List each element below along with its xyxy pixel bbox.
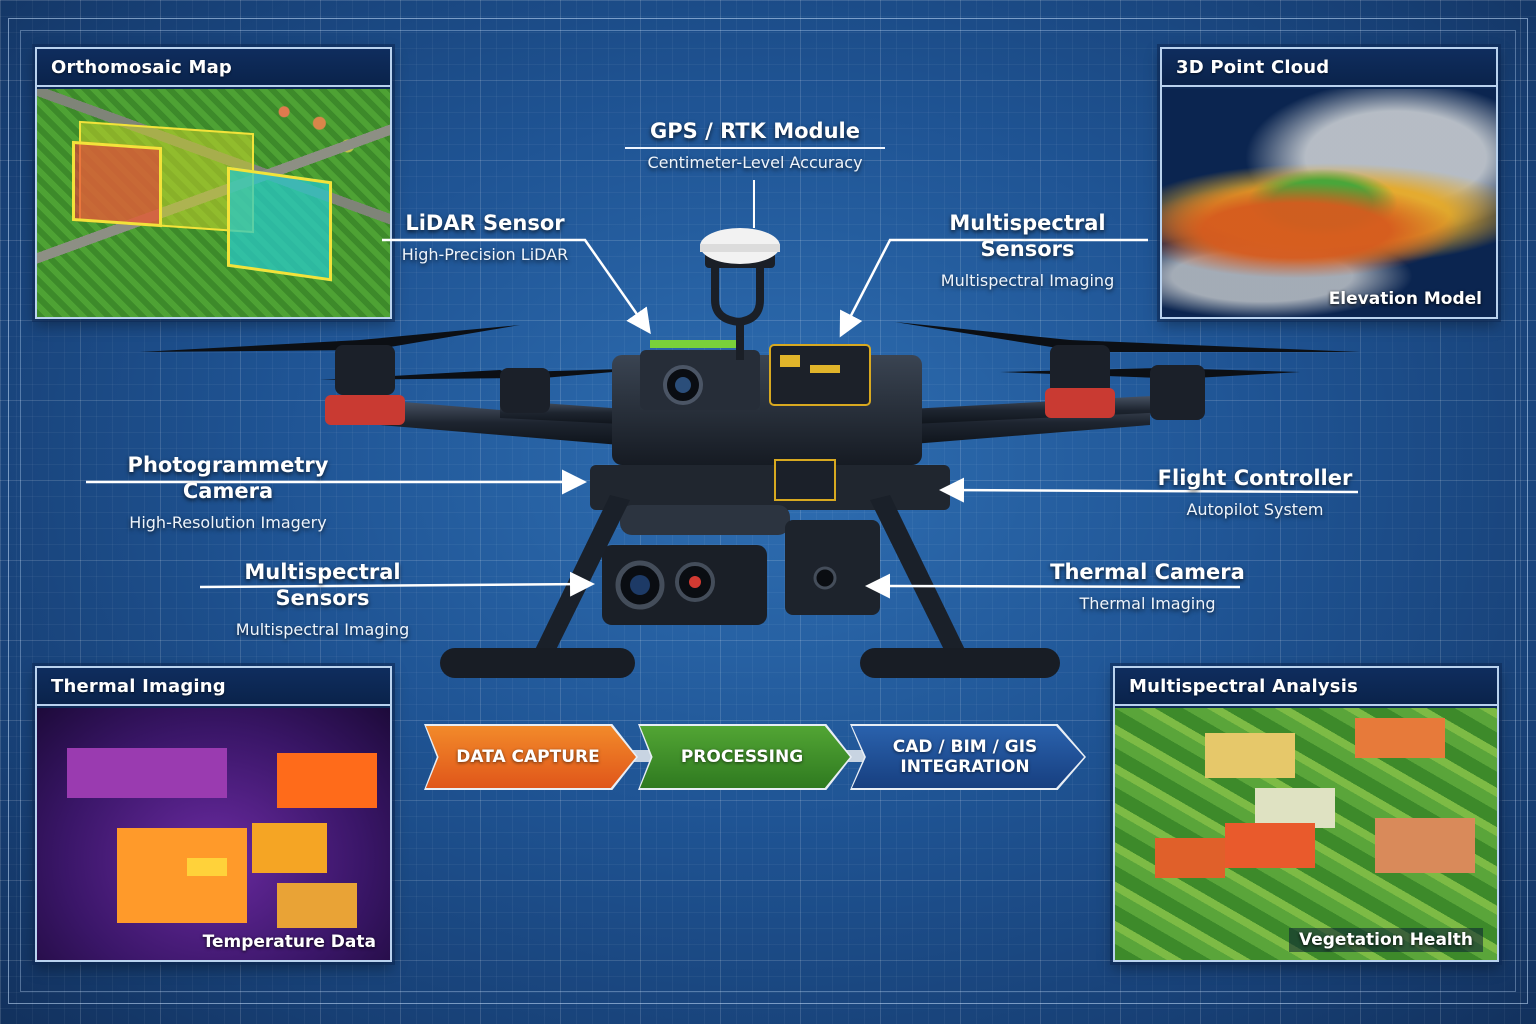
step-label: PROCESSING [680, 747, 804, 767]
callout-divider [905, 265, 1150, 267]
callout-title: Flight Controller [1157, 466, 1353, 490]
callout-divider [625, 147, 885, 149]
callout-divider [200, 614, 445, 616]
callout-photogrammetry-camera: Photogrammetry Camera High-Resolution Im… [88, 452, 368, 533]
panel-caption: Elevation Model [1328, 289, 1482, 309]
workflow-step-integration: CAD / BIM / GIS INTEGRATION [852, 726, 1084, 788]
callout-gps-rtk-module: GPS / RTK Module Centimeter-Level Accura… [625, 118, 885, 173]
callout-title: Thermal Camera [1050, 560, 1245, 584]
inner-frame [20, 30, 1516, 992]
workflow-pipeline: DATA CAPTURE PROCESSING CAD / BIM / GIS … [424, 720, 1088, 792]
outer-frame [8, 18, 1528, 1004]
callout-title: Photogrammetry Camera [127, 453, 329, 503]
orthomosaic-image [37, 89, 390, 317]
callout-subtitle: High-Precision LiDAR [401, 245, 569, 264]
panel-title: Multispectral Analysis [1115, 668, 1497, 706]
survey-zone-cyan [227, 166, 332, 282]
panel-title: Thermal Imaging [37, 668, 390, 706]
callout-subtitle: Thermal Imaging [1079, 594, 1216, 613]
panel-orthomosaic-map: Orthomosaic Map [35, 47, 392, 319]
callout-lidar-sensor: LiDAR Sensor High-Precision LiDAR [385, 210, 585, 265]
panel-3d-point-cloud: 3D Point Cloud Elevation Model [1160, 47, 1498, 319]
thermal-image: Temperature Data [37, 708, 390, 960]
callout-subtitle: Autopilot System [1186, 500, 1324, 519]
callout-divider [1140, 494, 1370, 496]
panel-title: Orthomosaic Map [37, 49, 390, 87]
multispectral-image: Vegetation Health [1115, 708, 1497, 960]
panel-caption: Temperature Data [202, 932, 376, 952]
workflow-step-processing: PROCESSING [640, 726, 850, 788]
callout-divider [385, 239, 585, 241]
callout-multispectral-sensors-top: Multispectral Sensors Multispectral Imag… [905, 210, 1150, 291]
survey-zone-red [72, 140, 162, 228]
panel-caption: Vegetation Health [1289, 928, 1483, 952]
panel-thermal-imaging: Thermal Imaging Temperature Data [35, 666, 392, 962]
callout-title: GPS / RTK Module [650, 119, 860, 143]
callout-flight-controller: Flight Controller Autopilot System [1140, 465, 1370, 520]
panel-multispectral-analysis: Multispectral Analysis Vegetation Health [1113, 666, 1499, 962]
panel-title: 3D Point Cloud [1162, 49, 1496, 87]
point-cloud-image: Elevation Model [1162, 89, 1496, 317]
callout-subtitle: Centimeter-Level Accuracy [647, 153, 863, 172]
callout-thermal-camera: Thermal Camera Thermal Imaging [1040, 559, 1255, 614]
callout-divider [88, 507, 368, 509]
callout-subtitle: High-Resolution Imagery [129, 513, 327, 532]
callout-title: LiDAR Sensor [405, 211, 565, 235]
callout-title: Multispectral Sensors [949, 211, 1106, 261]
callout-subtitle: Multispectral Imaging [235, 620, 410, 639]
callout-subtitle: Multispectral Imaging [940, 271, 1115, 290]
step-label: DATA CAPTURE [456, 747, 600, 767]
workflow-step-data-capture: DATA CAPTURE [426, 726, 636, 788]
callout-divider [1040, 588, 1255, 590]
callout-title: Multispectral Sensors [244, 560, 401, 610]
step-label: CAD / BIM / GIS INTEGRATION [892, 737, 1038, 777]
callout-multispectral-sensors-bottom: Multispectral Sensors Multispectral Imag… [200, 559, 445, 640]
